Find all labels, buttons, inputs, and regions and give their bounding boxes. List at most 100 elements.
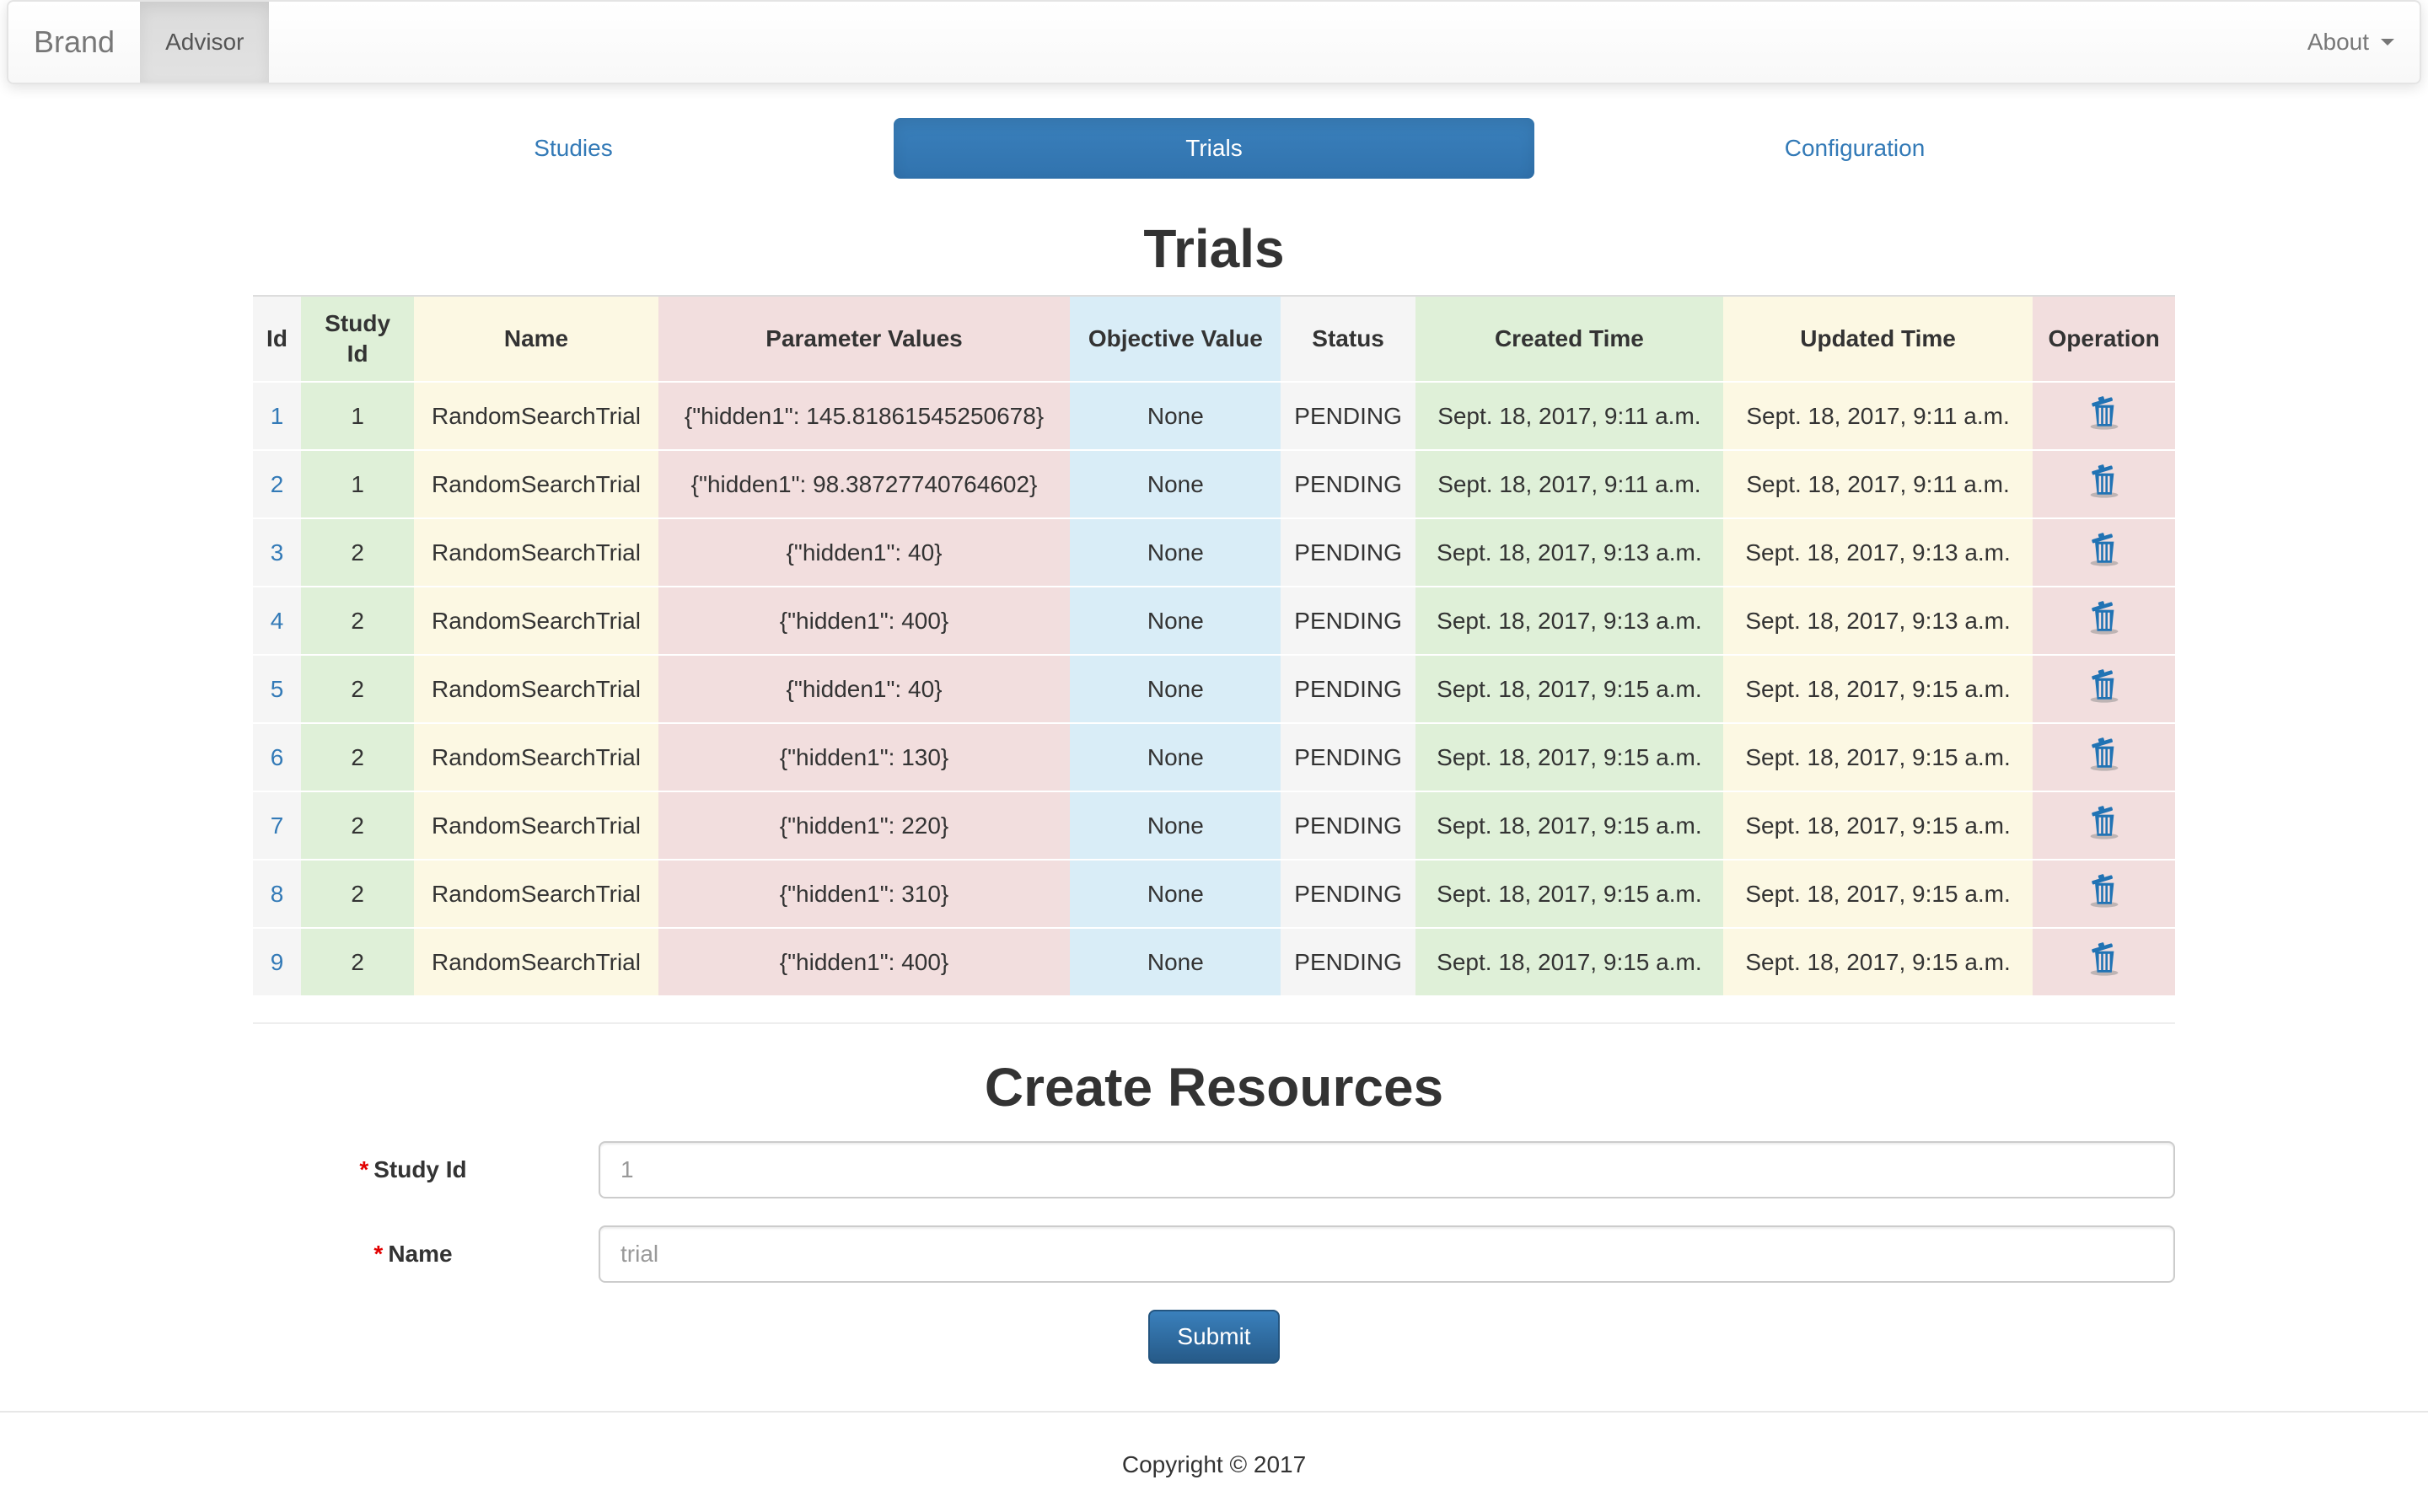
submit-button[interactable]: Submit (1148, 1309, 1280, 1364)
objective-value-cell: None (1070, 449, 1281, 519)
delete-trial-button[interactable] (2088, 736, 2120, 771)
operation-cell (2033, 381, 2175, 451)
about-dropdown[interactable]: About (2282, 2, 2420, 83)
trash-icon (2090, 464, 2119, 498)
updated-time-cell: Sept. 18, 2017, 9:13 a.m. (1722, 517, 2033, 587)
delete-trial-button[interactable] (2088, 531, 2120, 566)
trial-id-link[interactable]: 2 (270, 470, 284, 497)
study-id-cell: 2 (300, 586, 415, 656)
objective-value-cell: None (1070, 586, 1281, 656)
objective-value-cell: None (1070, 791, 1281, 861)
study-id-cell: 2 (300, 791, 415, 861)
required-asterisk: * (373, 1240, 384, 1267)
updated-time-cell: Sept. 18, 2017, 9:15 a.m. (1722, 859, 2033, 929)
created-time-cell: Sept. 18, 2017, 9:11 a.m. (1415, 381, 1723, 451)
trial-id-link[interactable]: 3 (270, 539, 284, 566)
trial-id-cell: 8 (253, 859, 301, 929)
delete-trial-button[interactable] (2088, 394, 2120, 430)
required-asterisk: * (359, 1155, 369, 1182)
col-header-study-id: Study Id (300, 296, 415, 383)
study-id-cell: 2 (300, 927, 415, 996)
status-cell: PENDING (1281, 449, 1415, 519)
trial-id-link[interactable]: 6 (270, 743, 284, 770)
trash-icon (2090, 806, 2119, 839)
delete-trial-button[interactable] (2088, 941, 2120, 976)
trial-id-cell: 6 (253, 722, 301, 792)
trial-id-cell: 5 (253, 654, 301, 724)
tab-studies[interactable]: Studies (534, 135, 613, 161)
trash-icon (2090, 874, 2119, 908)
updated-time-cell: Sept. 18, 2017, 9:15 a.m. (1722, 927, 2033, 996)
brand-link[interactable]: Brand (34, 24, 115, 59)
parameter-values-cell: {"hidden1": 145.81861545250678} (658, 381, 1071, 451)
parameter-values-cell: {"hidden1": 40} (658, 654, 1071, 724)
trial-name-cell: RandomSearchTrial (414, 927, 658, 996)
created-time-cell: Sept. 18, 2017, 9:11 a.m. (1415, 449, 1723, 519)
trial-id-link[interactable]: 4 (270, 607, 284, 634)
name-field[interactable] (599, 1225, 2175, 1283)
trash-icon (2090, 669, 2119, 703)
objective-value-cell: None (1070, 859, 1281, 929)
created-time-cell: Sept. 18, 2017, 9:13 a.m. (1415, 517, 1723, 587)
trial-id-link[interactable]: 7 (270, 812, 284, 839)
col-header-operation: Operation (2033, 296, 2175, 383)
chevron-down-icon (2381, 39, 2394, 46)
delete-trial-button[interactable] (2088, 804, 2120, 839)
status-cell: PENDING (1281, 654, 1415, 724)
delete-trial-button[interactable] (2088, 668, 2120, 703)
status-cell: PENDING (1281, 586, 1415, 656)
parameter-values-cell: {"hidden1": 40} (658, 517, 1071, 587)
section-tabs: Studies Trials Configuration (253, 118, 2175, 179)
study-id-cell: 2 (300, 722, 415, 792)
trial-id-cell: 9 (253, 927, 301, 996)
section-divider (253, 1022, 2175, 1025)
table-row: 8 2 RandomSearchTrial {"hidden1": 310} N… (253, 859, 2175, 929)
status-cell: PENDING (1281, 859, 1415, 929)
created-time-cell: Sept. 18, 2017, 9:15 a.m. (1415, 927, 1723, 996)
tab-configuration[interactable]: Configuration (1784, 135, 1926, 161)
main-container: Studies Trials Configuration Trials Id S… (253, 118, 2175, 1364)
footer: Copyright © 2017 (0, 1410, 2428, 1512)
trash-icon (2090, 533, 2119, 566)
study-id-field[interactable] (599, 1140, 2175, 1198)
updated-time-cell: Sept. 18, 2017, 9:15 a.m. (1722, 654, 2033, 724)
page-title: Trials (1143, 218, 1285, 279)
status-cell: PENDING (1281, 517, 1415, 587)
study-id-cell: 2 (300, 654, 415, 724)
col-header-objective-value: Objective Value (1070, 296, 1281, 383)
updated-time-cell: Sept. 18, 2017, 9:13 a.m. (1722, 586, 2033, 656)
trash-icon (2090, 601, 2119, 635)
trial-name-cell: RandomSearchTrial (414, 654, 658, 724)
table-row: 7 2 RandomSearchTrial {"hidden1": 220} N… (253, 791, 2175, 861)
study-id-cell: 1 (300, 449, 415, 519)
navbar-item-advisor[interactable]: Advisor (140, 2, 270, 83)
trial-name-cell: RandomSearchTrial (414, 586, 658, 656)
col-header-created-time: Created Time (1415, 296, 1723, 383)
table-row: 5 2 RandomSearchTrial {"hidden1": 40} No… (253, 654, 2175, 724)
table-row: 6 2 RandomSearchTrial {"hidden1": 130} N… (253, 722, 2175, 792)
col-header-name: Name (414, 296, 658, 383)
col-header-id: Id (253, 296, 301, 383)
tab-trials[interactable]: Trials (894, 118, 1534, 179)
table-header-row: Id Study Id Name Parameter Values Object… (253, 296, 2175, 383)
trial-id-link[interactable]: 1 (270, 402, 284, 429)
objective-value-cell: None (1070, 654, 1281, 724)
trial-id-link[interactable]: 9 (270, 948, 284, 975)
delete-trial-button[interactable] (2088, 599, 2120, 635)
trial-name-cell: RandomSearchTrial (414, 517, 658, 587)
updated-time-cell: Sept. 18, 2017, 9:11 a.m. (1722, 381, 2033, 451)
created-time-cell: Sept. 18, 2017, 9:15 a.m. (1415, 859, 1723, 929)
parameter-values-cell: {"hidden1": 98.38727740764602} (658, 449, 1071, 519)
delete-trial-button[interactable] (2088, 463, 2120, 498)
trial-id-link[interactable]: 5 (270, 675, 284, 702)
operation-cell (2033, 517, 2175, 587)
trial-id-cell: 7 (253, 791, 301, 861)
table-row: 2 1 RandomSearchTrial {"hidden1": 98.387… (253, 449, 2175, 519)
trash-icon (2090, 942, 2119, 976)
delete-trial-button[interactable] (2088, 872, 2120, 908)
trial-id-link[interactable]: 8 (270, 880, 284, 907)
trial-name-cell: RandomSearchTrial (414, 791, 658, 861)
study-id-label: *Study Id (359, 1155, 467, 1182)
trial-id-cell: 3 (253, 517, 301, 587)
created-time-cell: Sept. 18, 2017, 9:15 a.m. (1415, 722, 1723, 792)
